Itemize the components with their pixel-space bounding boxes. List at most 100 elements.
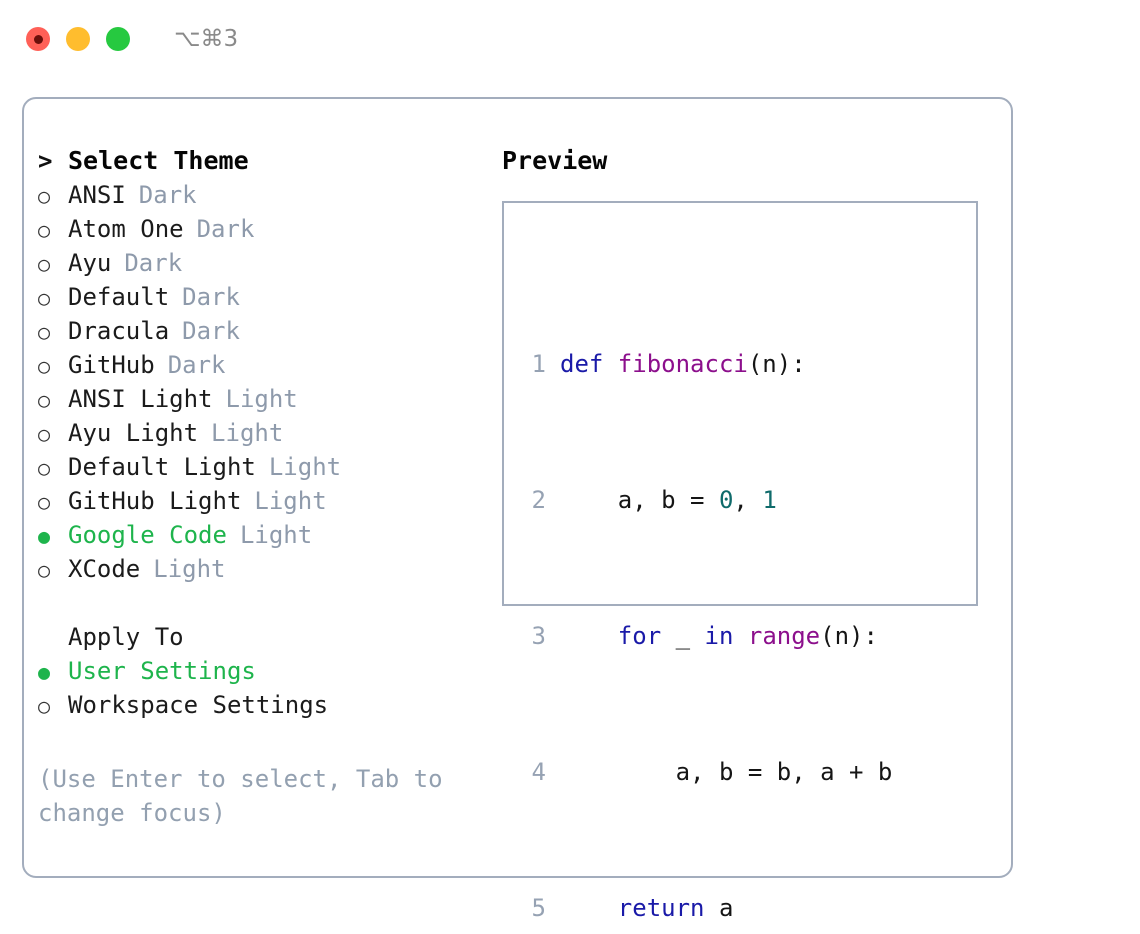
theme-list-item-ansi-light[interactable]: ○ ANSI Light Light [38,382,488,416]
code-line: 5 return a [520,891,976,925]
token-keyword: def [560,350,618,378]
traffic-lights [26,27,130,51]
theme-list-item-default[interactable]: ○ Default Dark [38,280,488,314]
theme-list: ○ ANSI Dark ○ Atom One Dark ○ Ayu Dark [38,178,488,586]
code-line: 4 a, b = b, a + b [520,755,976,789]
theme-variant-badge: Dark [124,249,183,277]
preview-box: 1 def fibonacci(n): 2 a, b = 0, 1 3 for … [502,201,978,922]
maximize-button-icon[interactable] [106,27,130,51]
token-plain: _ [661,622,705,650]
code-line-text: def fibonacci(n): [560,347,806,381]
radio-unselected-icon[interactable]: ○ [38,558,51,582]
radio-unselected-icon[interactable]: ○ [38,184,51,208]
radio-unselected-icon[interactable]: ○ [38,388,51,412]
theme-name: Ayu Light [68,419,199,447]
token-plain [733,622,747,650]
theme-list-item-xcode[interactable]: ○ XCode Light [38,552,488,586]
theme-list-item-dracula[interactable]: ○ Dracula Dark [38,314,488,348]
radio-unselected-icon[interactable]: ○ [38,286,51,310]
apply-to-item-workspace-settings[interactable]: ○ Workspace Settings [38,688,488,722]
theme-name: Google Code [68,521,227,549]
line-number: 5 [531,894,546,922]
code-line-text: a, b = 0, 1 [560,483,777,517]
spacer-icon: ○ [38,620,68,654]
close-inner-dot-icon [33,34,43,44]
theme-variant-badge: Dark [167,351,226,379]
theme-name: ANSI Light [68,385,213,413]
theme-variant-badge: Dark [182,317,240,345]
token-number: 1 [762,486,777,514]
radio-unselected-icon[interactable]: ○ [38,422,51,446]
theme-list-item-default-light[interactable]: ○ Default Light Light [38,450,488,484]
theme-list-item-github[interactable]: ○ GitHub Dark [38,348,488,382]
code-line: 2 a, b = 0, 1 [520,483,976,517]
radio-unselected-icon[interactable]: ○ [38,694,51,718]
theme-variant-badge: Dark [138,181,197,209]
window-titlebar: ⌥⌘3 [0,0,1140,78]
theme-name: Default Light [68,453,256,481]
token-keyword: return [560,894,705,922]
minimize-button-icon[interactable] [66,27,90,51]
radio-unselected-icon[interactable]: ○ [38,456,51,480]
theme-list-item-ansi[interactable]: ○ ANSI Dark [38,178,488,212]
radio-unselected-icon[interactable]: ○ [38,218,51,242]
preview-column: Preview 1 def fibonacci(n): 2 a, b = 0, … [502,144,992,922]
token-number: 0 [718,486,734,514]
token-plain: , [733,486,763,514]
radio-unselected-icon[interactable]: ○ [38,320,51,344]
theme-name: Default [68,283,170,311]
line-number: 1 [531,350,546,378]
theme-variant-badge: Dark [182,283,240,311]
apply-to-title: Apply To [68,623,184,651]
theme-list-item-ayu[interactable]: ○ Ayu Dark [38,246,488,280]
apply-to-group: ○ Apply To ● User Settings ○ Workspace S… [38,620,488,722]
section-spacer [38,586,488,620]
line-number: 4 [531,758,546,786]
token-plain: a, b = [560,486,719,514]
code-line-text: return a [560,891,734,925]
theme-list-item-atom-one[interactable]: ○ Atom One Dark [38,212,488,246]
token-plain: a, b = b, a + b [560,758,893,786]
code-line-text: for _ in range(n): [560,619,878,653]
theme-variant-badge: Light [254,487,327,515]
theme-selection-column: > Select Theme ○ ANSI Dark ○ Atom One Da… [38,144,488,722]
theme-list-item-ayu-light[interactable]: ○ Ayu Light Light [38,416,488,450]
theme-name: GitHub Light [68,487,242,515]
apply-to-option-label: User Settings [68,657,256,685]
radio-selected-icon[interactable]: ● [38,524,51,548]
theme-variant-badge: Light [239,521,313,549]
select-theme-title: Select Theme [68,146,249,175]
theme-name: Dracula [68,317,170,345]
main-panel: > Select Theme ○ ANSI Dark ○ Atom One Da… [22,97,1013,922]
radio-unselected-icon[interactable]: ○ [38,252,51,276]
theme-name: Atom One [68,215,184,243]
line-number: 2 [531,486,546,514]
apply-to-header: ○ Apply To [38,620,488,654]
token-plain: a [704,894,734,922]
token-keyword: in [704,622,734,650]
code-sample: 1 def fibonacci(n): 2 a, b = 0, 1 3 for … [504,245,976,934]
apply-to-item-user-settings[interactable]: ● User Settings [38,654,488,688]
radio-selected-icon[interactable]: ● [38,660,51,684]
theme-variant-badge: Light [225,385,298,413]
token-punctuation: (n): [747,350,806,378]
theme-name: XCode [68,555,141,583]
token-function: range [747,622,821,650]
close-button-icon[interactable] [26,27,50,51]
theme-list-item-github-light[interactable]: ○ GitHub Light Light [38,484,488,518]
token-function: fibonacci [617,350,748,378]
theme-variant-badge: Light [211,419,284,447]
theme-name: Ayu [68,249,112,277]
radio-unselected-icon[interactable]: ○ [38,354,51,378]
line-number: 3 [531,622,546,650]
theme-list-item-google-code[interactable]: ● Google Code Light [38,518,488,552]
radio-unselected-icon[interactable]: ○ [38,490,51,514]
theme-name: GitHub [68,351,155,379]
code-line: 3 for _ in range(n): [520,619,976,653]
select-theme-header: > Select Theme [38,144,488,178]
token-punctuation: (n): [820,622,878,650]
token-keyword: for [560,622,662,650]
theme-name: ANSI [68,181,126,209]
preview-title: Preview [502,146,608,175]
